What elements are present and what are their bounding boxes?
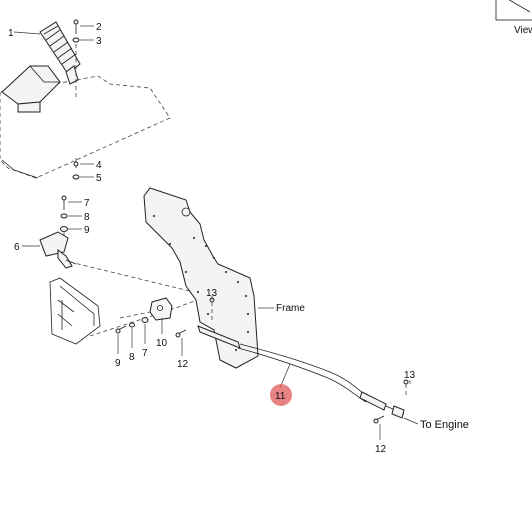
nut-7-lower bbox=[141, 317, 149, 323]
callout-3: 3 bbox=[96, 36, 102, 47]
leader-lines bbox=[13, 25, 419, 440]
washer-8-lower bbox=[129, 322, 135, 328]
callout-8-upper: 8 bbox=[84, 212, 90, 223]
screw-2 bbox=[73, 19, 79, 34]
callout-12-upper: 12 bbox=[177, 359, 189, 370]
frame-plate bbox=[143, 187, 259, 369]
callout-2: 2 bbox=[96, 22, 102, 33]
callout-6: 6 bbox=[14, 242, 20, 253]
screw-9-lower bbox=[115, 325, 127, 334]
washer-8-upper bbox=[60, 213, 68, 219]
view-inset: View bbox=[495, 0, 532, 36]
to-engine-label: To Engine bbox=[420, 419, 469, 431]
callout-13-upper: 13 bbox=[206, 288, 218, 299]
callout-7-upper: 7 bbox=[84, 198, 90, 209]
screw-12-lower bbox=[373, 415, 385, 424]
callout-11: 11 bbox=[275, 391, 286, 402]
callout-12-lower: 12 bbox=[375, 444, 387, 455]
washer-5 bbox=[72, 174, 80, 180]
callout-5: 5 bbox=[96, 173, 102, 184]
pedal-housing bbox=[1, 65, 61, 113]
callout-4: 4 bbox=[96, 160, 102, 171]
cable-clamp bbox=[149, 297, 173, 321]
lower-bracket bbox=[49, 277, 101, 345]
accelerator-pedal bbox=[39, 21, 81, 85]
callout-7-lower: 7 bbox=[142, 348, 148, 359]
washer-3 bbox=[72, 37, 80, 43]
callout-9-upper: 9 bbox=[84, 225, 90, 236]
nut-9-upper bbox=[60, 226, 68, 232]
view-label: View bbox=[514, 25, 532, 36]
floor-plate bbox=[0, 75, 171, 179]
throttle-cable bbox=[197, 325, 405, 419]
screw-7-upper bbox=[61, 195, 67, 210]
callout-8-lower: 8 bbox=[129, 352, 135, 363]
callout-1: 1 bbox=[8, 28, 14, 39]
frame-label: Frame bbox=[276, 303, 305, 314]
screw-13-lower bbox=[403, 379, 409, 398]
callout-11-highlight: 11 bbox=[270, 384, 292, 406]
throttle-sensor bbox=[39, 231, 77, 269]
screw-12-upper bbox=[175, 329, 187, 338]
callout-9-lower: 9 bbox=[115, 358, 121, 369]
callout-10: 10 bbox=[156, 338, 168, 349]
screw-4 bbox=[73, 158, 79, 168]
callout-13-lower: 13 bbox=[404, 370, 416, 381]
